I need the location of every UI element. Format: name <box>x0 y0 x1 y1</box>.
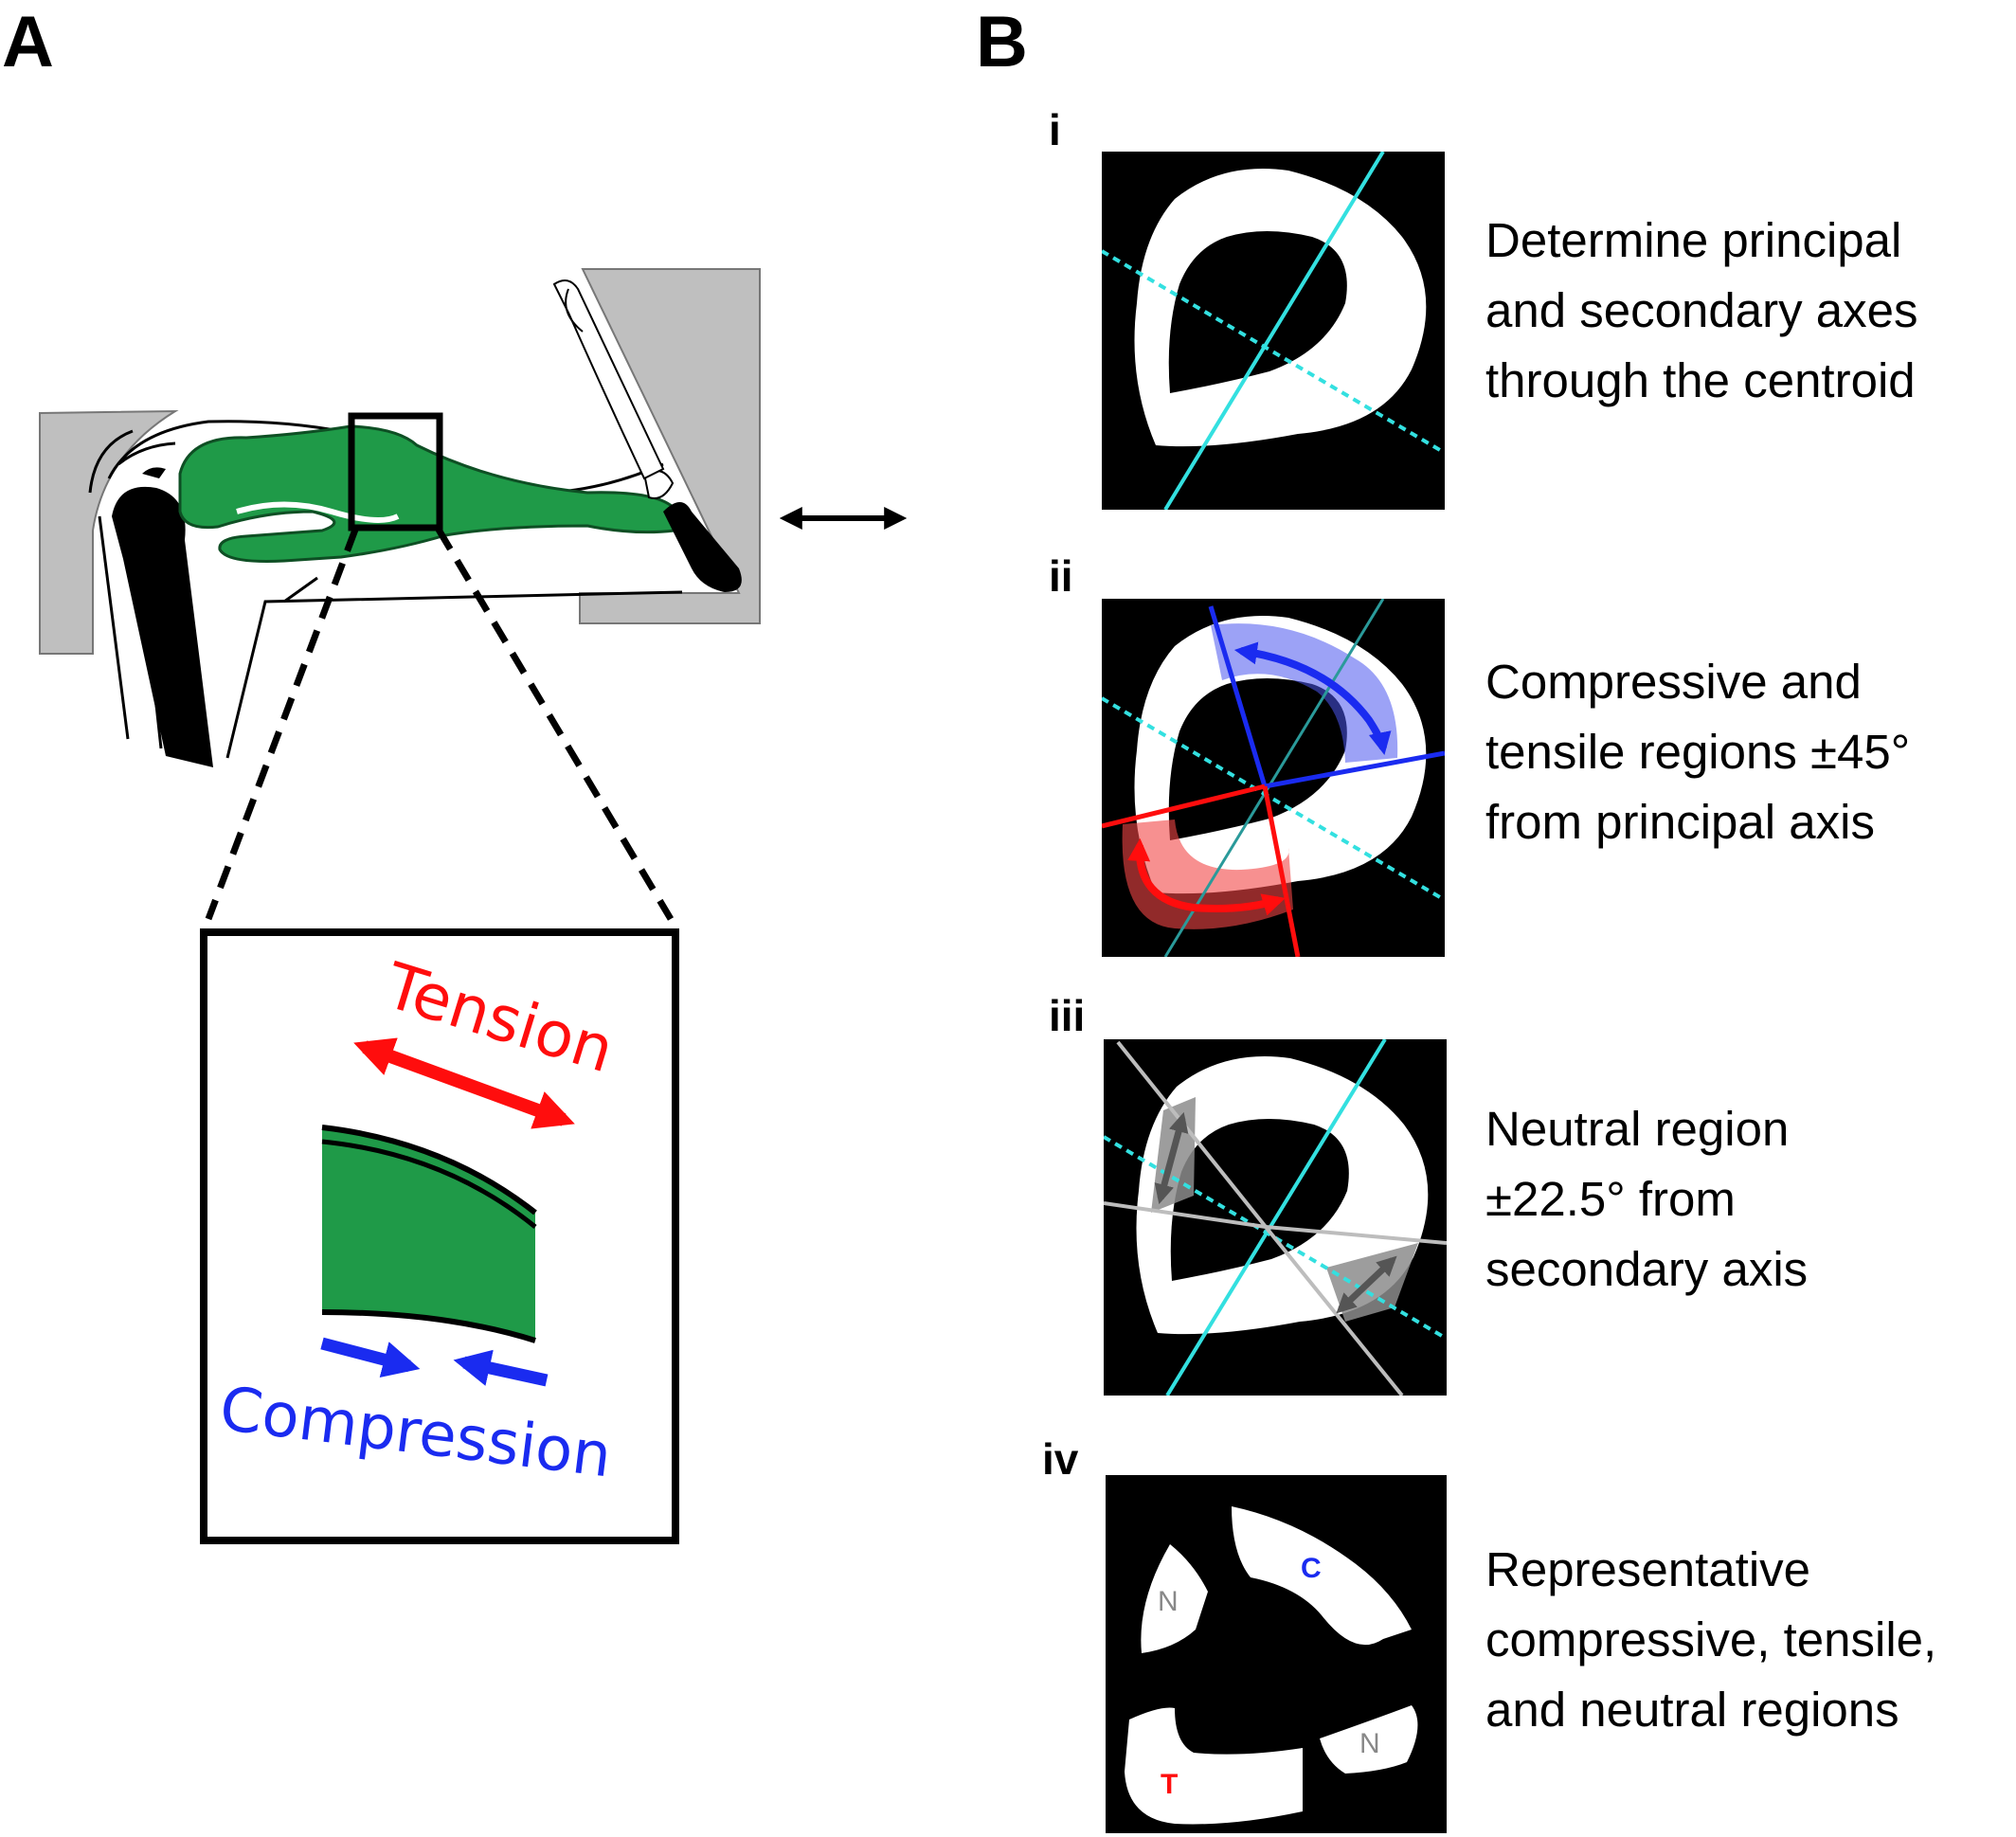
right-fixture <box>579 268 761 624</box>
step-4-line-3: and neutral regions <box>1485 1683 1899 1737</box>
step-1-line-2: and secondary axes <box>1485 283 1918 337</box>
secondary-axis-2 <box>1102 696 1445 902</box>
step-num-4: iv <box>1042 1434 1079 1484</box>
tensile-region-arrow <box>1127 837 1286 916</box>
compressive-region-label: C <box>1301 1553 1322 1584</box>
tensile-region-label: T <box>1161 1769 1178 1800</box>
compressive-region <box>1232 1506 1412 1646</box>
neutral-region-label-left: N <box>1158 1586 1179 1617</box>
panel-letter-a: A <box>2 2 54 82</box>
inset-panel: Tension Compression <box>200 928 679 1544</box>
panel-letter-b: B <box>976 2 1028 82</box>
tibia <box>178 424 676 563</box>
step-4-line-1: Representative <box>1485 1542 1811 1596</box>
step-2-line-1: Compressive and <box>1485 655 1862 709</box>
principal-axis-1 <box>1163 152 1385 510</box>
femur <box>112 486 213 767</box>
foot <box>663 502 742 592</box>
compression-arrow-right <box>453 1349 549 1387</box>
step-num-1: i <box>1049 105 1061 154</box>
inset-bone-segment <box>322 1127 535 1341</box>
compressive-region-arrow <box>1233 641 1392 756</box>
step-description-2: Compressive and tensile regions ±45° fro… <box>1485 647 1910 857</box>
cross-section-axes <box>1102 152 1445 510</box>
tensile-region <box>1125 1707 1303 1825</box>
secondary-axis-1 <box>1102 249 1445 455</box>
step-num-2: ii <box>1049 551 1073 601</box>
neutral-region-left <box>1141 1544 1208 1653</box>
neutral-arrow-right <box>1336 1255 1397 1314</box>
step-2-line-3: from principal axis <box>1485 795 1875 849</box>
step-num-3: iii <box>1049 991 1085 1040</box>
step-1-line-3: through the centroid <box>1485 353 1916 407</box>
neutral-region-right <box>1320 1705 1418 1774</box>
neutral-arrow-left <box>1154 1111 1189 1205</box>
step-description-3: Neutral region ±22.5° from secondary axi… <box>1485 1094 1808 1305</box>
step-3-line-3: secondary axis <box>1485 1242 1809 1296</box>
compression-arrow-left <box>320 1337 421 1378</box>
zoom-box <box>348 412 443 531</box>
step-4-line-2: compressive, tensile, <box>1485 1612 1937 1666</box>
loading-setup-schematic <box>39 268 908 921</box>
cross-section-compressive-tensile <box>1102 599 1445 957</box>
step-description-4: Representative compressive, tensile, and… <box>1485 1535 1936 1745</box>
neutral-region-label-right: N <box>1359 1728 1380 1759</box>
step-description-1: Determine principal and secondary axes t… <box>1485 206 1917 416</box>
step-2-line-2: tensile regions ±45° <box>1485 725 1911 779</box>
principal-axis-3 <box>1165 1039 1387 1396</box>
cross-section-neutral <box>1104 1039 1447 1396</box>
step-1-line-1: Determine principal <box>1485 213 1902 267</box>
cross-section-regions: C N N T <box>1106 1475 1447 1833</box>
tension-arrow <box>353 1037 575 1129</box>
step-3-line-1: Neutral region <box>1485 1102 1790 1156</box>
step-3-line-2: ±22.5° from <box>1485 1172 1736 1226</box>
